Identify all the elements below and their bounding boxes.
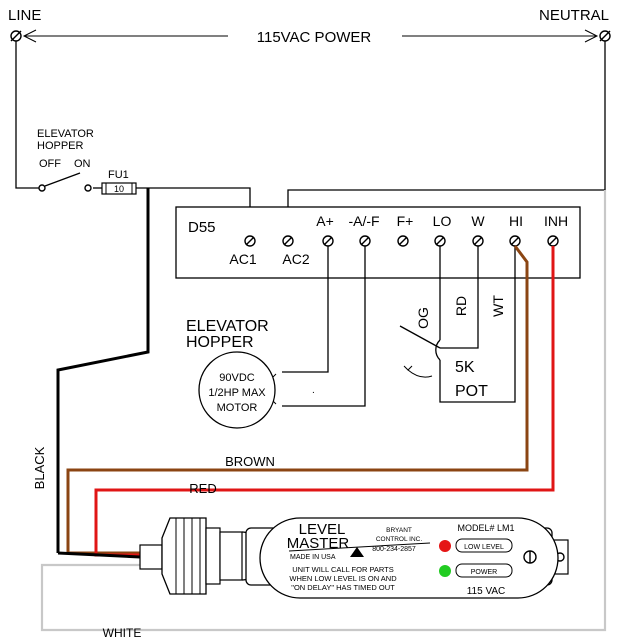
terminal-label-lo: LO bbox=[433, 213, 452, 229]
sensor-brand-line1: LEVEL bbox=[299, 521, 346, 538]
terminal-label-f-plus: F+ bbox=[397, 213, 414, 229]
sensor-company-line1: BRYANT bbox=[386, 527, 412, 534]
sensor-note-line1: UNIT WILL CALL FOR PARTS bbox=[292, 565, 394, 574]
terminal-screw-icon-a-plus bbox=[322, 235, 334, 247]
terminal-screw-icon-hi bbox=[509, 235, 521, 247]
low-level-led-icon bbox=[439, 540, 451, 552]
switch-off-label: OFF bbox=[39, 158, 61, 170]
elevator-hopper-switch bbox=[38, 172, 92, 192]
neutral-terminal-icon bbox=[599, 30, 611, 42]
sensor-adjust-screw-icon bbox=[523, 550, 537, 564]
neutral-label: NEUTRAL bbox=[539, 7, 609, 24]
black-wire-end bbox=[57, 551, 141, 559]
power-label: 115VAC POWER bbox=[257, 29, 372, 46]
sensor-brand-underline bbox=[288, 542, 431, 552]
sensor-note-line3: "ON DELAY" HAS TIMED OUT bbox=[291, 583, 395, 592]
line-terminal-icon bbox=[10, 30, 22, 42]
terminal-label-a-minus-f: -A/-F bbox=[348, 213, 379, 229]
terminal-screw-icon-lo bbox=[434, 235, 446, 247]
power-led-icon bbox=[439, 565, 451, 577]
motor-caption-line1: ELEVATOR bbox=[186, 318, 269, 335]
motor-line2: 1/2HP MAX bbox=[208, 387, 266, 399]
motor-line3: MOTOR bbox=[217, 402, 258, 414]
fuse-icon bbox=[101, 182, 137, 195]
terminal-label-inh: INH bbox=[544, 213, 568, 229]
terminal-screw-icon-inh bbox=[547, 235, 559, 247]
terminal-label-w: W bbox=[471, 213, 485, 229]
sensor-voltage: 115 VAC bbox=[467, 586, 506, 597]
fuse-label: FU1 bbox=[108, 169, 129, 181]
terminal-screw-icon-w bbox=[472, 235, 484, 247]
motor-icon bbox=[198, 351, 276, 429]
pot-wire-wt-label: WT bbox=[490, 295, 506, 317]
terminal-label-ac2: AC2 bbox=[282, 251, 309, 267]
red-wire bbox=[94, 246, 555, 557]
low-level-label: LOW LEVEL bbox=[464, 544, 504, 551]
sensor-logo-triangle-icon bbox=[350, 547, 364, 557]
line-label: LINE bbox=[8, 7, 41, 24]
fuse-rating: 10 bbox=[114, 184, 124, 194]
motor-caption-line2: HOPPER bbox=[186, 334, 254, 351]
terminal-label-a-plus: A+ bbox=[316, 213, 334, 229]
pot-wires bbox=[439, 246, 516, 403]
white-wire bbox=[40, 190, 607, 632]
sensor-note-line2: WHEN LOW LEVEL IS ON AND bbox=[289, 574, 397, 583]
power-arrow bbox=[22, 29, 599, 43]
low-level-indicator bbox=[455, 538, 513, 553]
brown-wire-label: BROWN bbox=[225, 454, 275, 469]
neutral-wire bbox=[287, 41, 606, 235]
terminal-label-hi: HI bbox=[509, 213, 523, 229]
sensor-brand-line2: MASTER bbox=[287, 535, 350, 552]
terminal-screw-icon-a-minus-f bbox=[359, 235, 371, 247]
line-wire bbox=[15, 41, 251, 553]
red-wire-label: RED bbox=[189, 481, 216, 496]
switch-on-label: ON bbox=[74, 158, 91, 170]
terminal-screw-icon-ac2 bbox=[282, 235, 294, 247]
pot-label: POT bbox=[455, 383, 488, 400]
terminal-screw-icon-f-plus bbox=[397, 235, 409, 247]
motor-dot: . bbox=[312, 385, 315, 396]
sensor-cable-gland bbox=[139, 517, 251, 595]
terminal-screw-icon-ac1 bbox=[244, 235, 256, 247]
sensor-label-plate bbox=[259, 517, 559, 599]
sensor-company-line2: CONTROL INC. bbox=[376, 536, 423, 543]
switch-title-line1: ELEVATOR bbox=[37, 128, 94, 140]
sensor-model: MODEL# LM1 bbox=[457, 523, 514, 533]
pot-wire-rd-label: RD bbox=[453, 296, 469, 316]
black-wire-label: BLACK bbox=[32, 446, 47, 489]
potentiometer-icon bbox=[399, 325, 441, 378]
sensor-phone: 800-234-2857 bbox=[372, 546, 416, 553]
white-wire-label: WHITE bbox=[103, 626, 142, 640]
pot-value: 5K bbox=[455, 359, 475, 376]
switch-title-line2: HOPPER bbox=[37, 140, 84, 152]
power-indicator bbox=[455, 563, 513, 578]
drive-name: D55 bbox=[188, 219, 216, 236]
power-label-badge: POWER bbox=[471, 569, 497, 576]
terminal-label-ac1: AC1 bbox=[229, 251, 256, 267]
sensor-made-in: MADE IN USA bbox=[290, 554, 336, 561]
pot-wire-og-label: OG bbox=[415, 307, 431, 329]
motor-line1: 90VDC bbox=[219, 372, 255, 384]
